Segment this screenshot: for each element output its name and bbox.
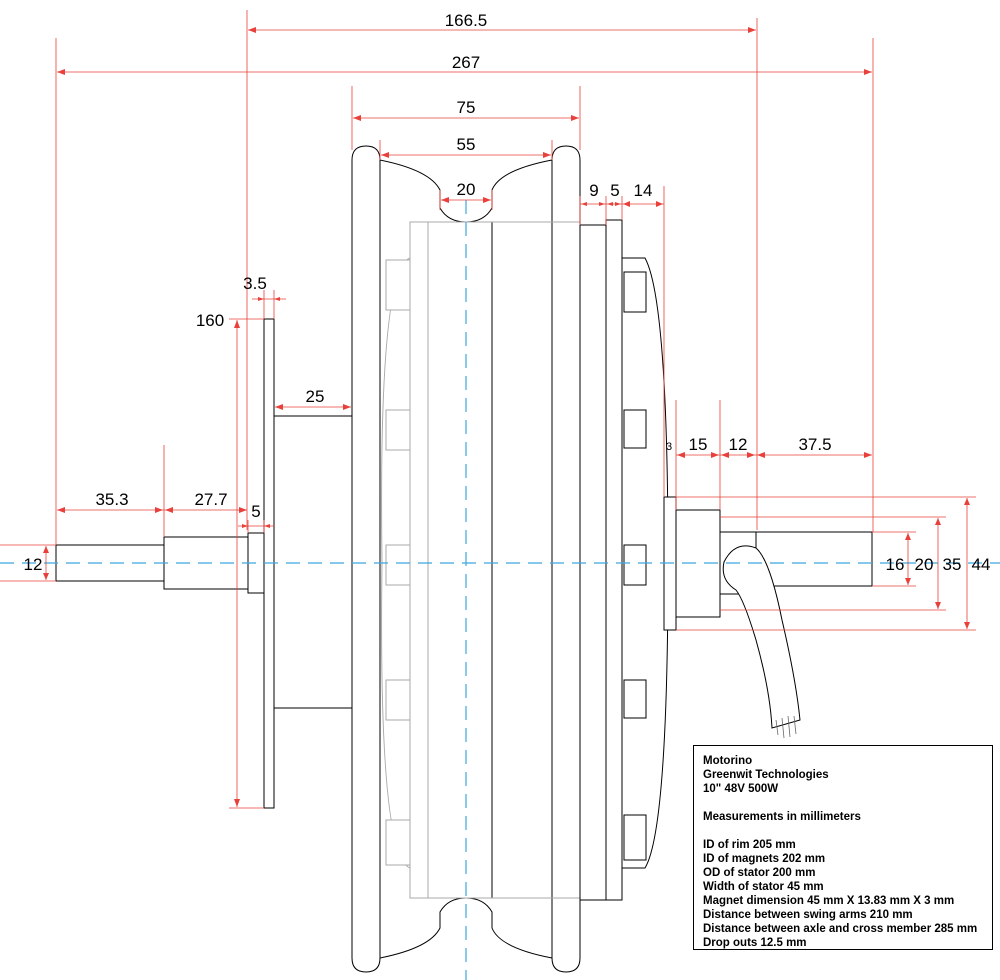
dim-12-right: 12: [729, 435, 748, 454]
dimension-labels: 166.5 267 75 55 20 9 5 14 3.5 160 25 3 1…: [24, 11, 991, 574]
dim-75: 75: [457, 98, 476, 117]
dim-25: 25: [306, 387, 325, 406]
spec-spacer: [703, 824, 984, 838]
dim-3-right: 3: [666, 441, 672, 453]
right-bolts: [623, 271, 647, 861]
dim-20-right: 20: [915, 555, 934, 574]
left-hub-sleeve: [273, 415, 353, 709]
specification-box: Motorino Greenwit Technologies 10" 48V 5…: [693, 745, 993, 950]
dim-160: 160: [196, 311, 224, 330]
spec-company: Greenwit Technologies: [703, 769, 829, 781]
dim-15: 15: [689, 435, 708, 454]
dim-5-left: 5: [251, 502, 260, 521]
spec-model: 10" 48V 500W: [703, 783, 779, 795]
spec-line: ID of magnets 202 mm: [703, 853, 826, 865]
spec-units: Measurements in millimeters: [703, 811, 861, 823]
spec-line: Width of stator 45 mm: [703, 881, 824, 893]
dim-9: 9: [589, 181, 598, 200]
right-shaft-end: [755, 531, 873, 587]
dim-35: 35: [943, 555, 962, 574]
spec-line: Drop outs 12.5 mm: [703, 937, 807, 949]
right-cover-plate-2: [605, 219, 623, 901]
dim-14: 14: [634, 181, 653, 200]
motor-cable: [722, 545, 801, 729]
spec-line: Distance between axle and cross member 2…: [703, 923, 978, 935]
cable-strands: [775, 715, 797, 739]
dimension-lines: [0, 10, 976, 809]
dim-12-left: 12: [24, 555, 43, 574]
spec-line: Magnet dimension 45 mm X 13.83 mm X 3 mm: [703, 895, 955, 907]
spec-line: Distance between swing arms 210 mm: [703, 909, 913, 921]
dim-166-5: 166.5: [445, 11, 488, 30]
dim-20-groove: 20: [457, 180, 476, 199]
dim-27-7: 27.7: [194, 490, 227, 509]
dim-37-5: 37.5: [798, 435, 831, 454]
spec-line: OD of stator 200 mm: [703, 867, 816, 879]
dim-55: 55: [457, 135, 476, 154]
spec-spacer: [703, 796, 984, 810]
dim-35-3: 35.3: [95, 490, 128, 509]
spec-line: ID of rim 205 mm: [703, 839, 796, 851]
dim-16: 16: [886, 555, 905, 574]
dim-267: 267: [452, 53, 480, 72]
dim-44: 44: [972, 555, 991, 574]
left-magnets: [385, 259, 411, 866]
dim-3-5: 3.5: [243, 274, 267, 293]
dimension-arrows: [43, 27, 970, 807]
dim-5-top: 5: [610, 181, 619, 200]
spec-product-name: Motorino: [703, 755, 753, 767]
